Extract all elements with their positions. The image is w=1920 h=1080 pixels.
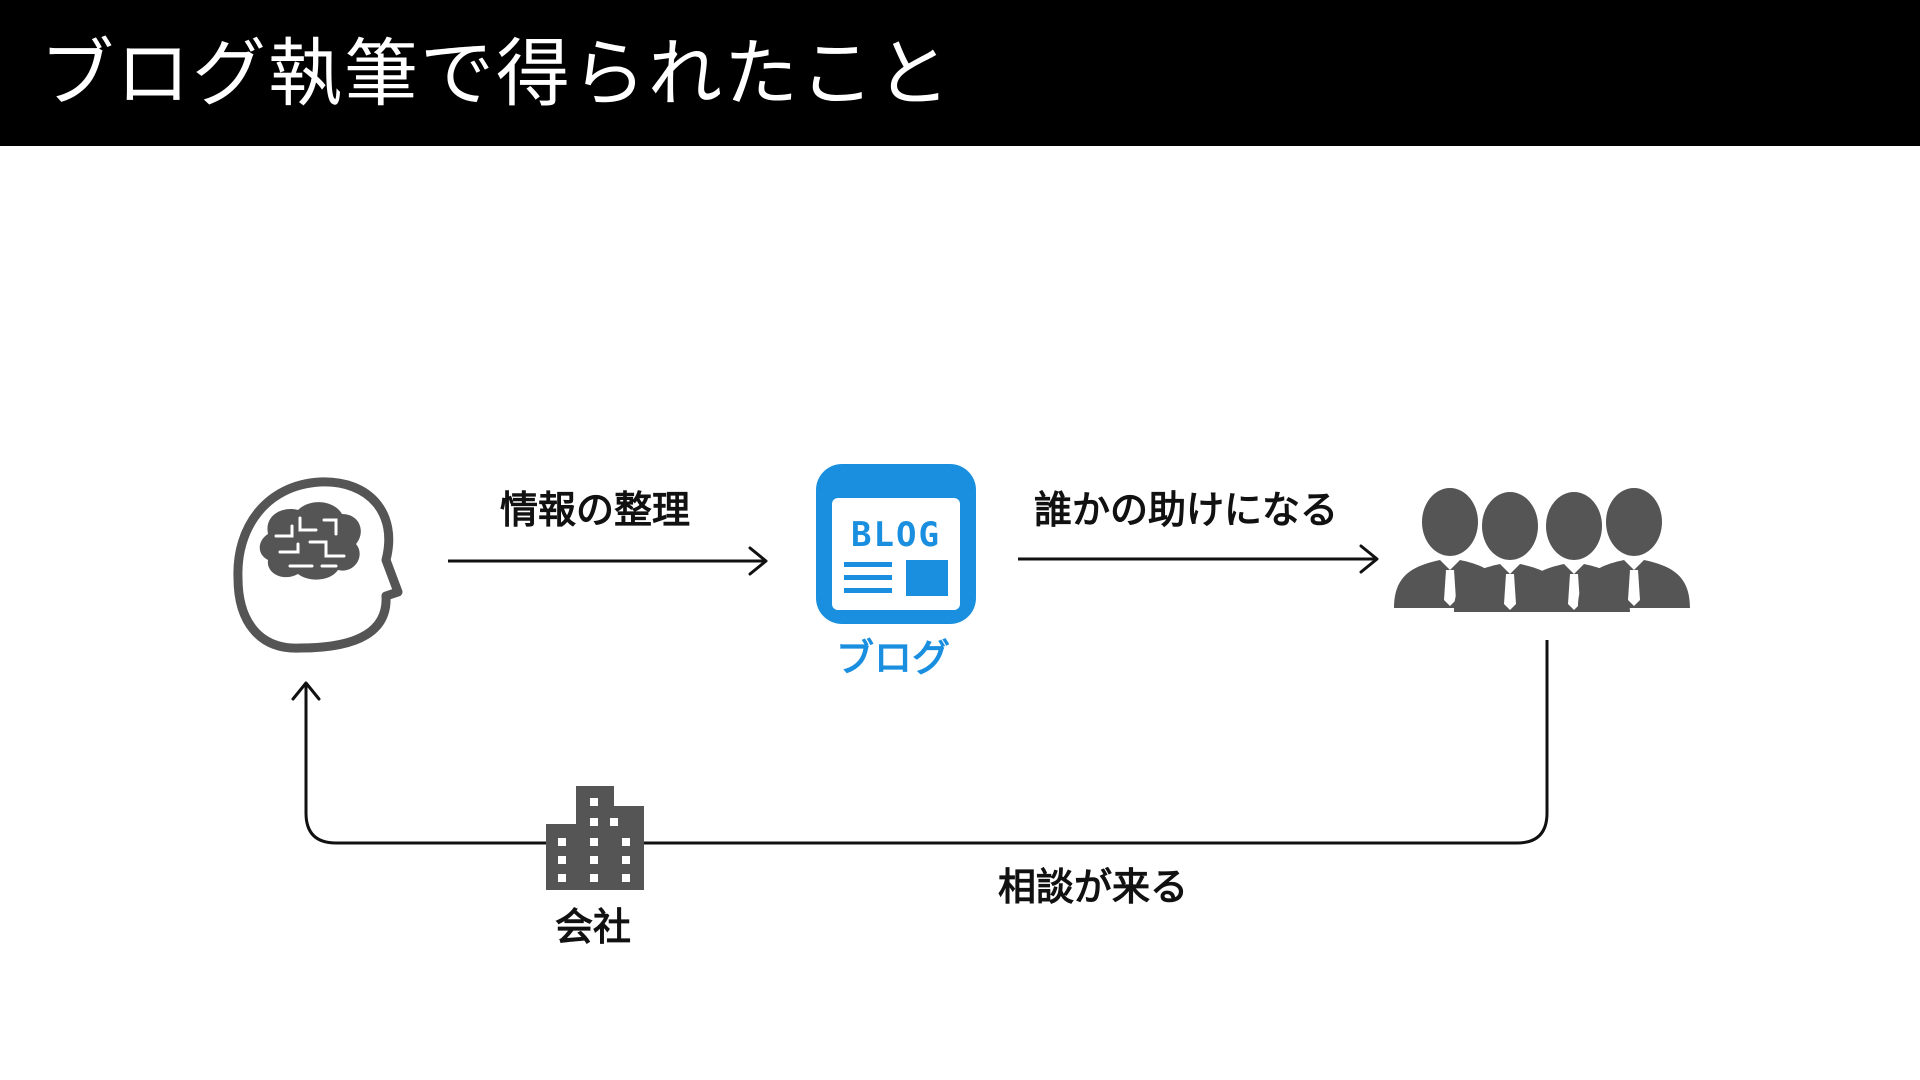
brain-head-icon <box>233 477 403 653</box>
title-bar: ブログ執筆で得られたこと <box>0 0 1920 146</box>
company-label: 会社 <box>555 905 632 949</box>
arrow-blog-to-people <box>1018 544 1379 574</box>
arrow-people-to-head <box>291 640 1549 845</box>
page-title: ブログ執筆で得られたこと <box>40 31 952 117</box>
edge-label-people-to-head: 相談が来る <box>998 865 1189 909</box>
blog-icon: BLOG <box>816 464 976 624</box>
edge-label-head-to-blog: 情報の整理 <box>500 488 691 532</box>
edge-label-blog-to-people: 誰かの助けになる <box>1034 488 1339 532</box>
building-icon <box>546 786 644 890</box>
arrow-head-to-blog <box>448 546 768 576</box>
blog-label: ブログ <box>836 636 951 680</box>
blog-icon-text: BLOG <box>851 515 941 555</box>
people-group-icon <box>1394 488 1690 612</box>
